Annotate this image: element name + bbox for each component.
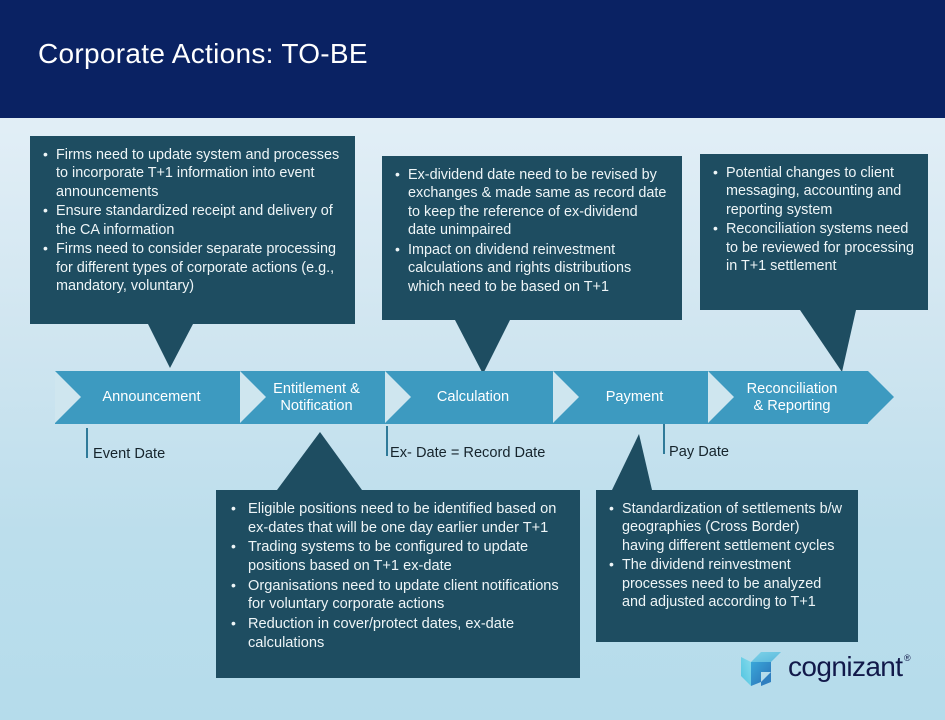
- payment-callout: Standardization of settlements b/w geogr…: [596, 490, 858, 642]
- announcement-bullet-list: Firms need to update system and processe…: [42, 145, 341, 296]
- entitlement-bullet-list: Eligible positions need to be identified…: [228, 499, 566, 652]
- announcement-callout: Firms need to update system and processe…: [30, 136, 355, 324]
- title-band: [0, 0, 945, 118]
- flow-step-label-line2: Notification: [280, 397, 353, 414]
- chevron-notch-icon: [55, 371, 81, 423]
- entitlement-callout-pointer: [277, 432, 362, 490]
- process-flow: Announcement Entitlement & Notification …: [0, 371, 945, 424]
- list-item: The dividend reinvestment processes need…: [608, 555, 844, 611]
- flow-step-reconciliation[interactable]: Reconciliation & Reporting: [708, 371, 868, 424]
- payment-callout-pointer: [612, 434, 652, 490]
- chevron-point-icon: [868, 371, 894, 423]
- calculation-bullet-list: Ex-dividend date need to be revised by e…: [394, 165, 668, 296]
- payment-bullet-list: Standardization of settlements b/w geogr…: [608, 499, 844, 612]
- chevron-notch-icon: [240, 371, 266, 423]
- reconciliation-callout-pointer: [800, 310, 856, 372]
- calculation-callout: Ex-dividend date need to be revised by e…: [382, 156, 682, 320]
- cognizant-wordmark: cognizant: [788, 651, 903, 682]
- registered-trademark-icon: ®: [904, 653, 911, 663]
- list-item: Ensure standardized receipt and delivery…: [42, 201, 341, 239]
- flow-step-label: Entitlement & Notification: [259, 381, 366, 415]
- list-item: Reduction in cover/protect dates, ex-dat…: [228, 614, 566, 652]
- list-item: Firms need to update system and processe…: [42, 145, 341, 201]
- list-item: Eligible positions need to be identified…: [228, 499, 566, 537]
- event-date-tick: [86, 428, 88, 458]
- flow-step-label: Reconciliation & Reporting: [733, 381, 844, 415]
- flow-step-calculation[interactable]: Calculation: [385, 371, 553, 424]
- list-item: Standardization of settlements b/w geogr…: [608, 499, 844, 555]
- reconciliation-bullet-list: Potential changes to client messaging, a…: [712, 163, 914, 276]
- calculation-callout-pointer: [455, 320, 510, 374]
- ex-date-tick: [386, 426, 388, 456]
- flow-step-label-line1: Entitlement &: [273, 380, 360, 397]
- reconciliation-callout: Potential changes to client messaging, a…: [700, 154, 928, 310]
- list-item: Reconciliation systems need to be review…: [712, 219, 914, 275]
- list-item: Ex-dividend date need to be revised by e…: [394, 165, 668, 240]
- page-title: Corporate Actions: TO-BE: [38, 38, 368, 69]
- date-label-pay: Pay Date: [669, 444, 730, 460]
- chevron-notch-icon: [385, 371, 411, 423]
- list-item: Firms need to consider separate processi…: [42, 239, 341, 295]
- flow-step-label-line2: & Reporting: [753, 397, 831, 414]
- list-item: Trading systems to be configured to upda…: [228, 537, 566, 575]
- chevron-notch-icon: [708, 371, 734, 423]
- chevron-notch-icon: [553, 371, 579, 423]
- flow-step-label: Payment: [605, 389, 664, 406]
- date-label-ex-record: Ex- Date = Record Date: [390, 445, 546, 461]
- entitlement-callout: Eligible positions need to be identified…: [216, 490, 580, 678]
- cognizant-logo: cognizant ®: [738, 649, 914, 689]
- list-item: Potential changes to client messaging, a…: [712, 163, 914, 219]
- date-label-event: Event Date: [93, 446, 166, 462]
- cognizant-mark-icon: [741, 652, 781, 686]
- flow-step-announcement[interactable]: Announcement: [55, 371, 240, 424]
- list-item: Impact on dividend reinvestment calculat…: [394, 240, 668, 296]
- pay-date-tick: [663, 424, 665, 454]
- announcement-callout-pointer: [148, 324, 193, 368]
- flow-step-label: Calculation: [436, 389, 510, 406]
- flow-step-label-line1: Reconciliation: [746, 380, 838, 397]
- flow-step-label: Announcement: [102, 389, 201, 406]
- list-item: Organisations need to update client noti…: [228, 576, 566, 614]
